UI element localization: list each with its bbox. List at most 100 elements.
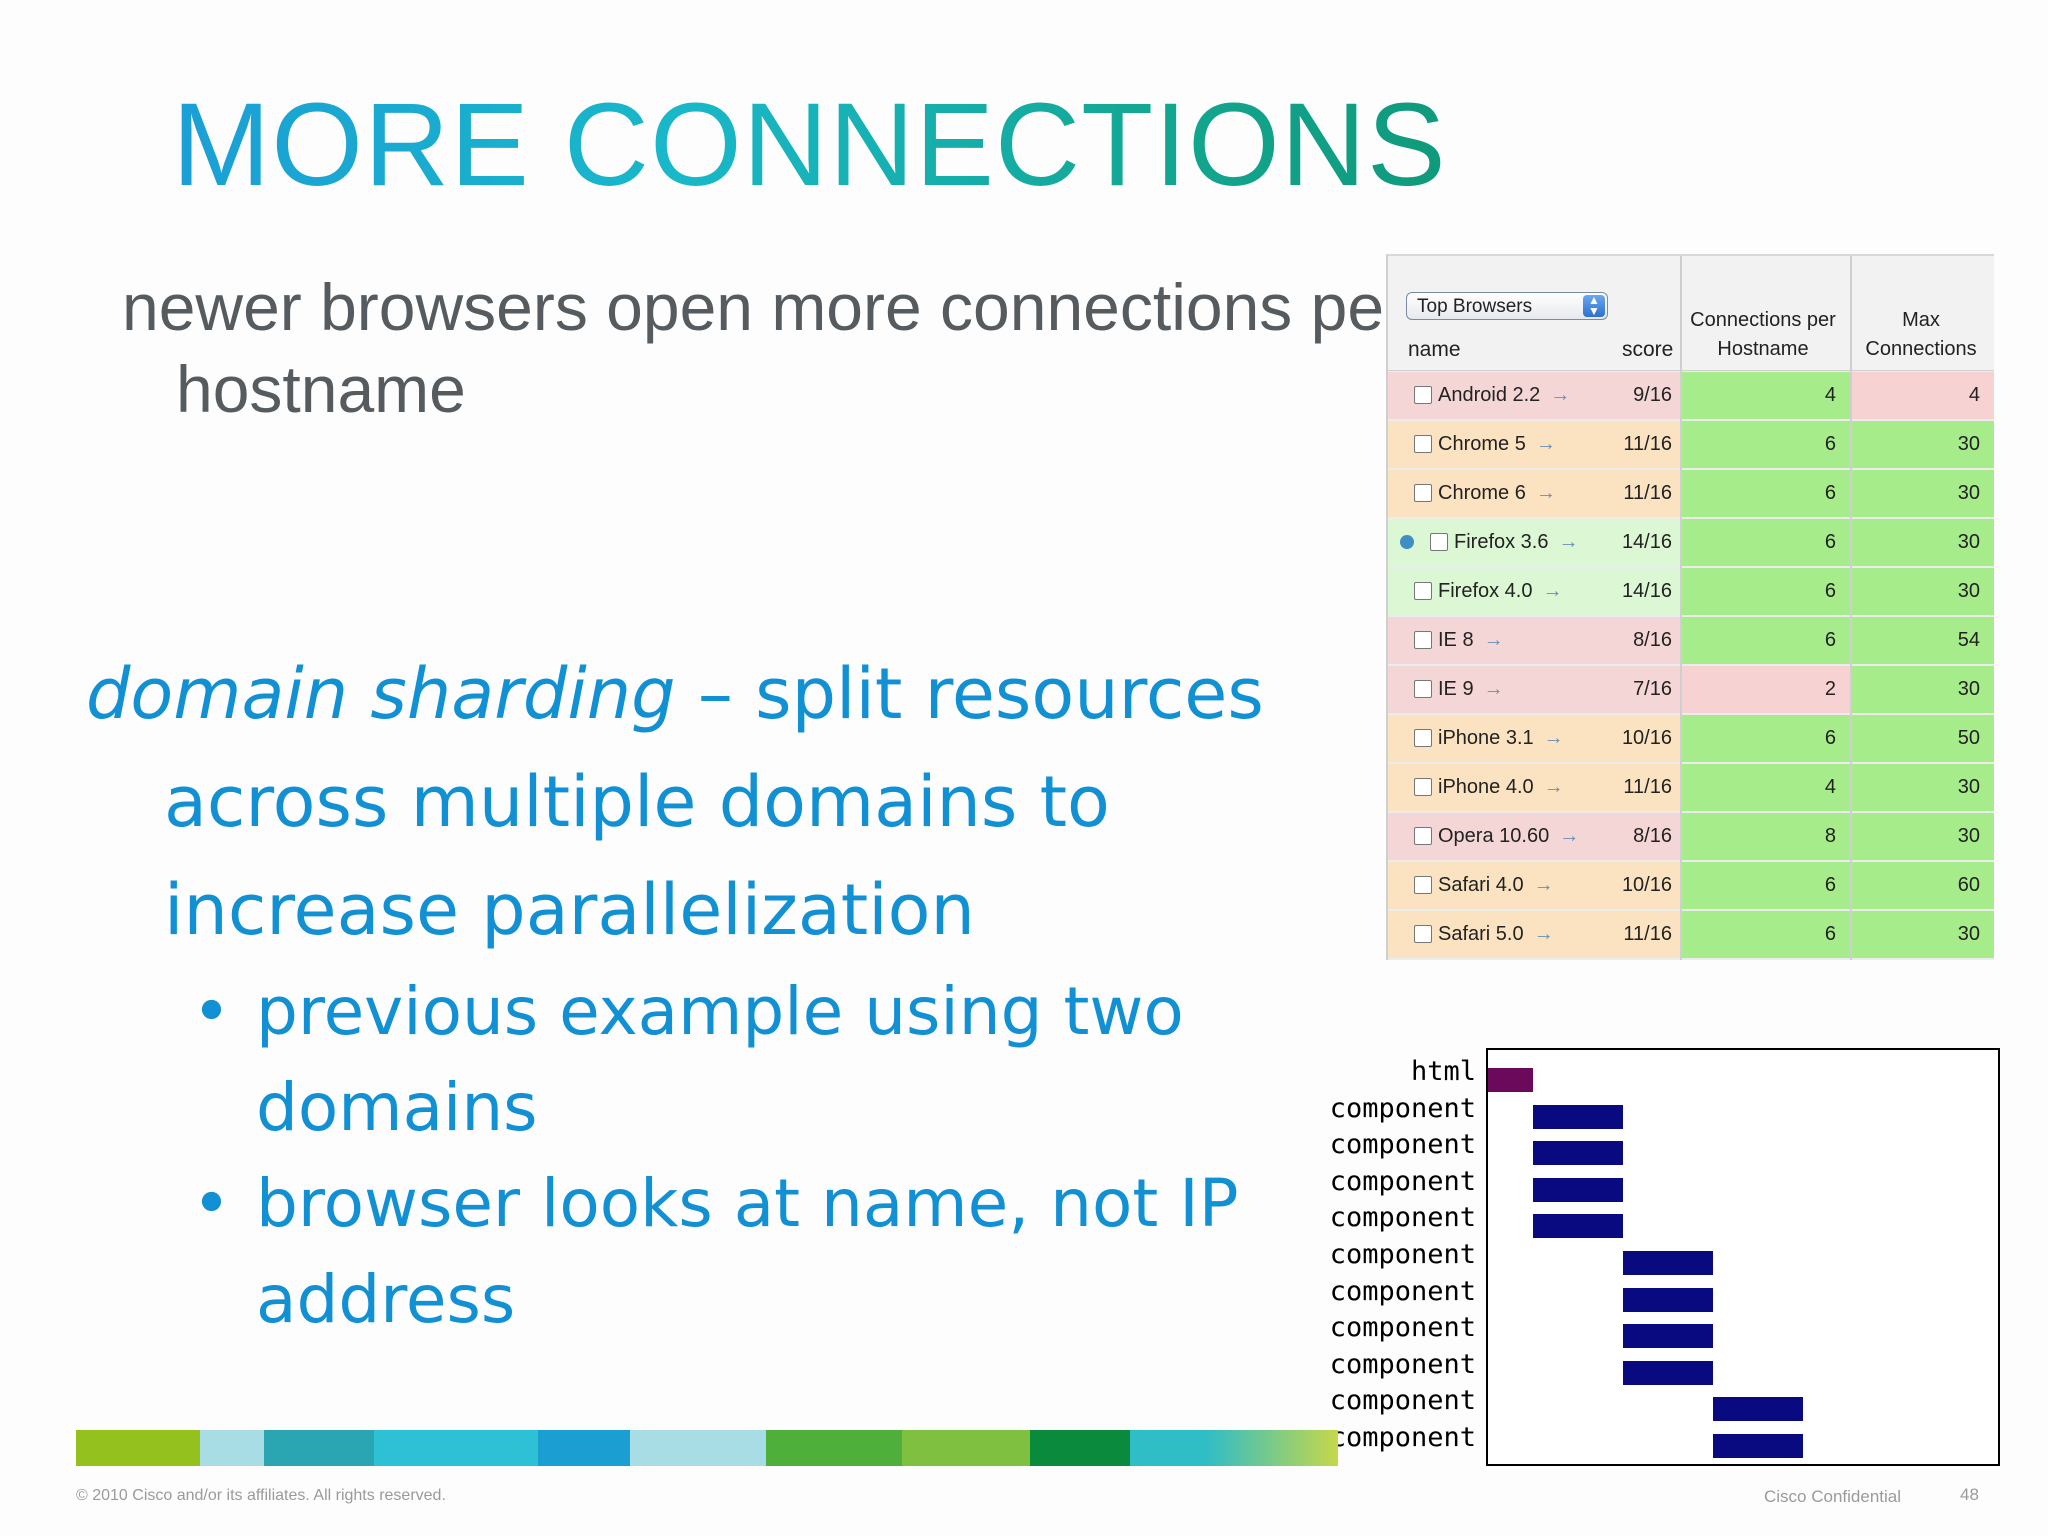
max-connections-cell: 30 xyxy=(1852,519,1994,566)
connections-per-hostname-cell: 6 xyxy=(1682,470,1850,517)
arrow-icon[interactable]: → xyxy=(1550,384,1571,406)
connections-per-hostname-cell: 6 xyxy=(1682,715,1850,762)
max-connections-cell: 30 xyxy=(1852,813,1994,860)
stripe-segment xyxy=(264,1430,374,1466)
arrow-icon[interactable]: → xyxy=(1535,482,1556,504)
browser-name: Safari 5.0 xyxy=(1438,923,1524,945)
connections-per-hostname-cell: 4 xyxy=(1682,372,1850,419)
name-cell: Android 2.2Android 2.2→9/16 xyxy=(1388,372,1680,419)
waterfall-bar xyxy=(1533,1177,1623,1202)
arrow-icon[interactable]: → xyxy=(1543,727,1564,749)
bullet-glyph: • xyxy=(192,973,231,1050)
score-value: 11/16 xyxy=(1623,482,1672,504)
row-checkbox[interactable] xyxy=(1414,582,1432,600)
footer-confidential: Cisco Confidential xyxy=(1764,1487,1902,1506)
browser-name: Firefox 3.6 xyxy=(1454,531,1549,553)
row-checkbox[interactable] xyxy=(1414,631,1432,649)
waterfall-bar xyxy=(1623,1360,1713,1385)
footer-copyright: © 2010 Cisco and/or its affiliates. All … xyxy=(76,1487,446,1504)
slide-title: MORE CONNECTIONS xyxy=(172,79,1447,211)
row-checkbox[interactable] xyxy=(1414,729,1432,747)
waterfall-row-label: component xyxy=(1329,1312,1476,1344)
arrow-icon[interactable]: → xyxy=(1483,629,1504,651)
arrow-icon[interactable]: → xyxy=(1559,825,1580,847)
row-checkbox[interactable] xyxy=(1414,680,1432,698)
dropdown-stepper-icon: ▲▼ xyxy=(1583,294,1605,317)
bullet-item: •previous example using two domains xyxy=(86,964,1346,1156)
score-value: 14/16 xyxy=(1621,580,1672,602)
bullet-glyph: • xyxy=(192,1165,231,1242)
waterfall-row-label: component xyxy=(1329,1202,1476,1234)
waterfall-bar xyxy=(1623,1324,1713,1349)
arrow-icon[interactable]: → xyxy=(1543,776,1564,798)
arrow-icon[interactable]: → xyxy=(1533,874,1554,896)
browser-filter-dropdown[interactable]: Top Browsers ▲▼ xyxy=(1406,292,1608,320)
connections-per-hostname-cell: 6 xyxy=(1682,862,1850,909)
row-checkbox[interactable] xyxy=(1414,778,1432,796)
waterfall-bar xyxy=(1713,1434,1803,1458)
row-checkbox[interactable] xyxy=(1430,533,1448,551)
bullet-list: •previous example using two domains •bro… xyxy=(86,964,1346,1348)
row-checkbox[interactable] xyxy=(1414,827,1432,845)
max-connections-value: 30 xyxy=(1957,531,1980,553)
row-checkbox[interactable] xyxy=(1414,876,1432,894)
stripe-segment xyxy=(1030,1430,1130,1466)
browser-name: Opera 10.60 xyxy=(1438,825,1550,847)
stripe-segment xyxy=(630,1430,766,1466)
max-connections-cell: 30 xyxy=(1852,911,1994,958)
name-cell: Chrome 6Chrome 6→11/16 xyxy=(1388,470,1680,517)
max-connections-value: 4 xyxy=(1968,384,1980,406)
stripe-segment xyxy=(902,1430,1030,1466)
bullet-item: •browser looks at name, not IP address xyxy=(86,1156,1346,1348)
intro-text: newer browsers open more connections per… xyxy=(122,270,1407,426)
column-header-max-connections[interactable]: Max Connections xyxy=(1865,309,1977,360)
column-divider xyxy=(1850,256,1852,960)
waterfall-bar xyxy=(1623,1251,1713,1275)
arrow-icon[interactable]: → xyxy=(1533,923,1554,945)
waterfall-row-label: component xyxy=(1329,1422,1476,1453)
sharding-description: – split resources across multiple domain… xyxy=(164,653,1264,951)
connections-per-hostname-value: 6 xyxy=(1824,580,1836,602)
arrow-icon[interactable]: → xyxy=(1535,433,1556,455)
row-checkbox[interactable] xyxy=(1414,925,1432,943)
waterfall-bar xyxy=(1533,1214,1623,1239)
row-checkbox[interactable] xyxy=(1414,484,1432,502)
waterfall-row-label: component xyxy=(1329,1275,1476,1307)
browser-name: IE 9 xyxy=(1438,678,1474,700)
arrow-icon[interactable]: → xyxy=(1542,580,1563,602)
column-header-score[interactable]: score xyxy=(1622,338,1674,361)
connections-per-hostname-value: 6 xyxy=(1824,727,1836,749)
waterfall-row-label: component xyxy=(1329,1092,1476,1124)
waterfall-bar xyxy=(1533,1104,1623,1129)
row-checkbox[interactable] xyxy=(1414,435,1432,453)
column-header-connections-per-hostname[interactable]: Connections per Hostname xyxy=(1690,309,1836,360)
max-connections-value: 30 xyxy=(1957,825,1980,847)
connections-per-hostname-cell: 6 xyxy=(1682,568,1850,615)
row-checkbox[interactable] xyxy=(1414,386,1432,404)
stripe-segment xyxy=(76,1430,200,1466)
column-header-name[interactable]: name xyxy=(1408,338,1461,361)
arrow-icon[interactable]: → xyxy=(1483,678,1504,700)
connections-per-hostname-cell: 8 xyxy=(1682,813,1850,860)
connections-per-hostname-value: 6 xyxy=(1824,874,1836,896)
page-number: 48 xyxy=(1960,1485,1979,1504)
stripe-segment xyxy=(1130,1430,1206,1466)
max-connections-cell: 30 xyxy=(1852,764,1994,811)
arrow-icon[interactable]: → xyxy=(1558,531,1579,553)
